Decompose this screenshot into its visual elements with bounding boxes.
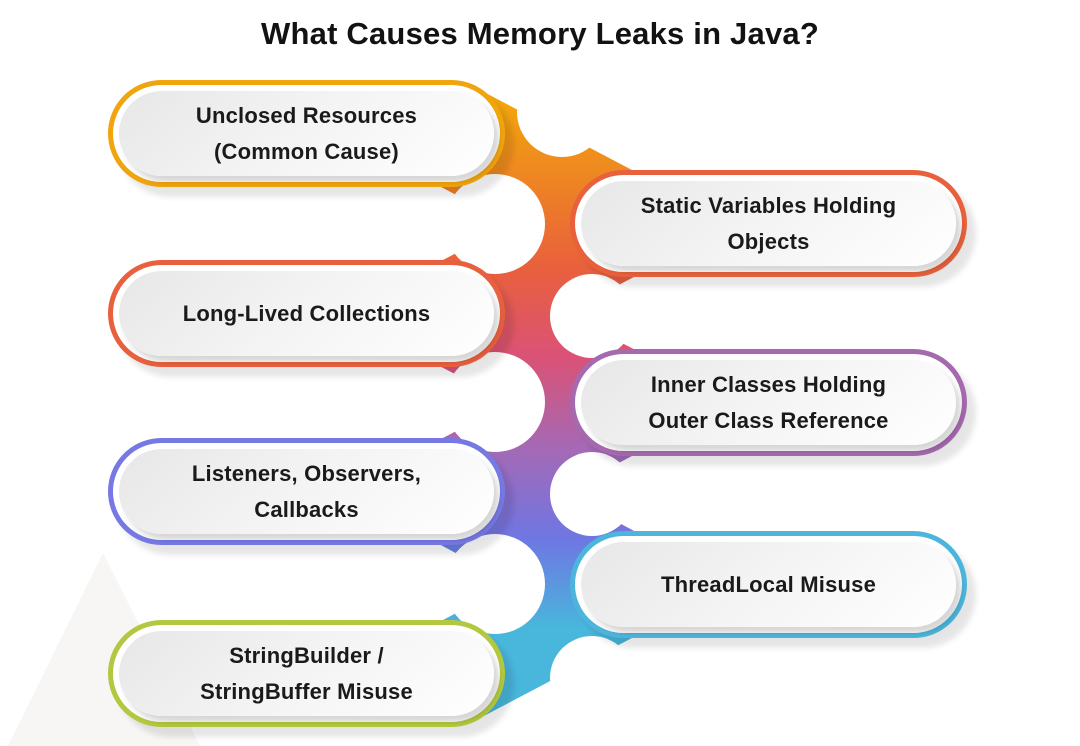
node-listeners-observers: Listeners, Observers, Callbacks: [108, 438, 505, 545]
node-inner-classes: Inner Classes Holding Outer Class Refere…: [570, 349, 967, 456]
spine-gap: [445, 174, 545, 274]
node-long-lived-collections: Long-Lived Collections: [108, 260, 505, 367]
node-label-line1: ThreadLocal Misuse: [660, 571, 877, 597]
node-label-line1: Long-Lived Collections: [182, 300, 431, 326]
node-label-line2: Objects: [727, 228, 810, 254]
node-label-line1: Inner Classes Holding: [650, 371, 887, 397]
spine-gap: [550, 274, 634, 358]
node-static-variables: Static Variables Holding Objects: [570, 170, 967, 277]
spine-gap: [517, 67, 607, 157]
node-label-line2: StringBuffer Misuse: [200, 678, 413, 704]
spine-gap: [550, 636, 634, 720]
node-inner-pill: StringBuilder / StringBuffer Misuse: [119, 631, 494, 716]
node-label-line1: Static Variables Holding: [640, 192, 897, 218]
node-stringbuilder-misuse: StringBuilder / StringBuffer Misuse: [108, 620, 505, 727]
spine-gap: [445, 534, 545, 634]
node-inner-pill: Listeners, Observers, Callbacks: [119, 449, 494, 534]
node-threadlocal-misuse: ThreadLocal Misuse: [570, 531, 967, 638]
node-label-line2: (Common Cause): [214, 138, 399, 164]
spine-gap: [445, 352, 545, 452]
node-label-line2: Callbacks: [254, 496, 359, 522]
spine-gap: [550, 452, 634, 536]
page-title: What Causes Memory Leaks in Java?: [261, 16, 819, 51]
node-inner-pill: Unclosed Resources (Common Cause): [119, 91, 494, 176]
node-inner-pill: Long-Lived Collections: [119, 271, 494, 356]
node-inner-pill: Static Variables Holding Objects: [581, 181, 956, 266]
node-inner-pill: Inner Classes Holding Outer Class Refere…: [581, 360, 956, 445]
node-label-line2: Outer Class Reference: [648, 407, 889, 433]
node-inner-pill: ThreadLocal Misuse: [581, 542, 956, 627]
node-unclosed-resources: Unclosed Resources (Common Cause): [108, 80, 505, 187]
node-label-line1: StringBuilder /: [229, 642, 384, 668]
node-label-line1: Unclosed Resources: [195, 102, 418, 128]
node-label-line1: Listeners, Observers,: [191, 460, 422, 486]
